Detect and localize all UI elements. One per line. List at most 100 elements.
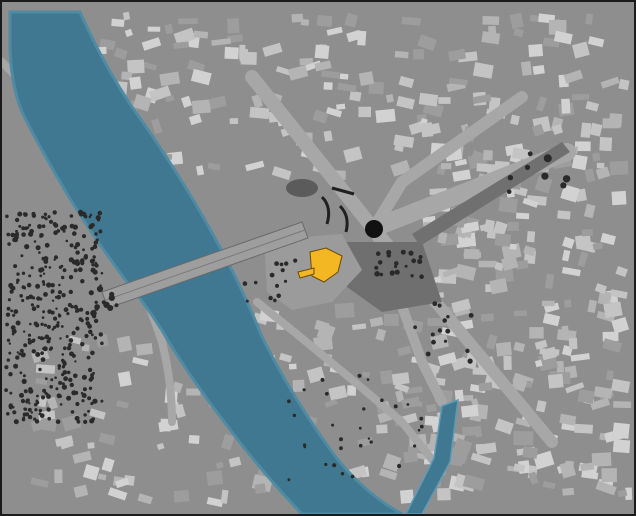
tree	[68, 275, 74, 280]
tree	[90, 310, 97, 317]
building	[494, 233, 512, 247]
building	[440, 163, 452, 170]
tree	[22, 374, 26, 378]
tree	[293, 258, 298, 263]
tree	[63, 376, 68, 382]
building	[141, 37, 162, 51]
building	[147, 26, 161, 32]
canal	[405, 398, 459, 514]
building	[82, 464, 100, 481]
tree	[52, 210, 57, 215]
building	[394, 382, 410, 393]
building	[571, 93, 590, 101]
tree	[90, 401, 94, 406]
tree-row	[90, 151, 571, 482]
highlighted-building[interactable]	[309, 247, 343, 283]
tree	[506, 189, 512, 194]
tree	[63, 307, 69, 313]
tree	[437, 303, 442, 308]
tree	[56, 294, 61, 300]
tree	[400, 249, 406, 255]
building	[583, 203, 596, 219]
tree-grove	[4, 209, 104, 425]
tree	[13, 363, 19, 369]
bridge-edge	[105, 229, 306, 301]
building	[585, 100, 600, 112]
tree	[71, 330, 76, 336]
tree	[269, 272, 275, 278]
tree	[467, 358, 473, 364]
tree	[37, 224, 42, 229]
building	[288, 363, 297, 370]
highlighted-site[interactable]	[297, 247, 343, 283]
tree	[44, 242, 50, 248]
tree	[49, 385, 53, 389]
building	[425, 403, 438, 413]
building	[349, 90, 362, 102]
tree	[380, 398, 384, 403]
building	[72, 450, 92, 464]
tree	[339, 446, 343, 451]
building	[206, 470, 224, 486]
tree	[81, 393, 87, 398]
building	[513, 341, 526, 353]
building	[271, 166, 292, 181]
building	[587, 36, 605, 48]
tree	[31, 306, 37, 312]
tree	[28, 274, 32, 278]
building	[116, 400, 129, 409]
building	[532, 64, 545, 75]
building	[560, 184, 580, 203]
building	[625, 487, 633, 501]
building	[190, 68, 212, 86]
tree	[68, 257, 74, 263]
tree	[27, 414, 33, 420]
tree	[40, 351, 44, 355]
tree	[24, 244, 30, 250]
tree	[389, 270, 395, 276]
tree	[57, 367, 61, 370]
tree	[56, 393, 62, 399]
building	[314, 60, 332, 72]
tree	[362, 407, 366, 411]
building	[596, 162, 605, 169]
tree	[75, 401, 80, 407]
building	[452, 169, 471, 182]
tree	[85, 311, 90, 315]
building	[535, 400, 547, 413]
tree	[89, 213, 93, 217]
building	[224, 46, 239, 60]
tree	[70, 305, 74, 309]
tree	[419, 424, 424, 429]
building	[358, 71, 375, 86]
tree	[87, 323, 92, 329]
tree	[46, 339, 51, 344]
building	[401, 16, 421, 26]
tree	[413, 325, 417, 330]
tree	[20, 398, 26, 404]
tree	[16, 272, 20, 276]
tree	[35, 245, 41, 251]
building	[609, 160, 629, 176]
building	[394, 144, 404, 152]
building	[180, 95, 193, 108]
building	[188, 434, 200, 444]
building	[531, 123, 545, 137]
building	[115, 477, 130, 489]
building	[511, 377, 528, 393]
tree	[27, 333, 32, 337]
building	[385, 93, 395, 103]
building	[513, 430, 534, 446]
building	[454, 158, 468, 167]
tree	[77, 267, 83, 273]
tree	[446, 315, 450, 319]
tree	[320, 377, 325, 382]
building	[227, 34, 244, 44]
building	[600, 232, 617, 246]
building	[382, 453, 402, 472]
tree	[75, 326, 80, 331]
tree	[87, 409, 90, 413]
building	[526, 231, 536, 243]
tree	[53, 255, 59, 260]
